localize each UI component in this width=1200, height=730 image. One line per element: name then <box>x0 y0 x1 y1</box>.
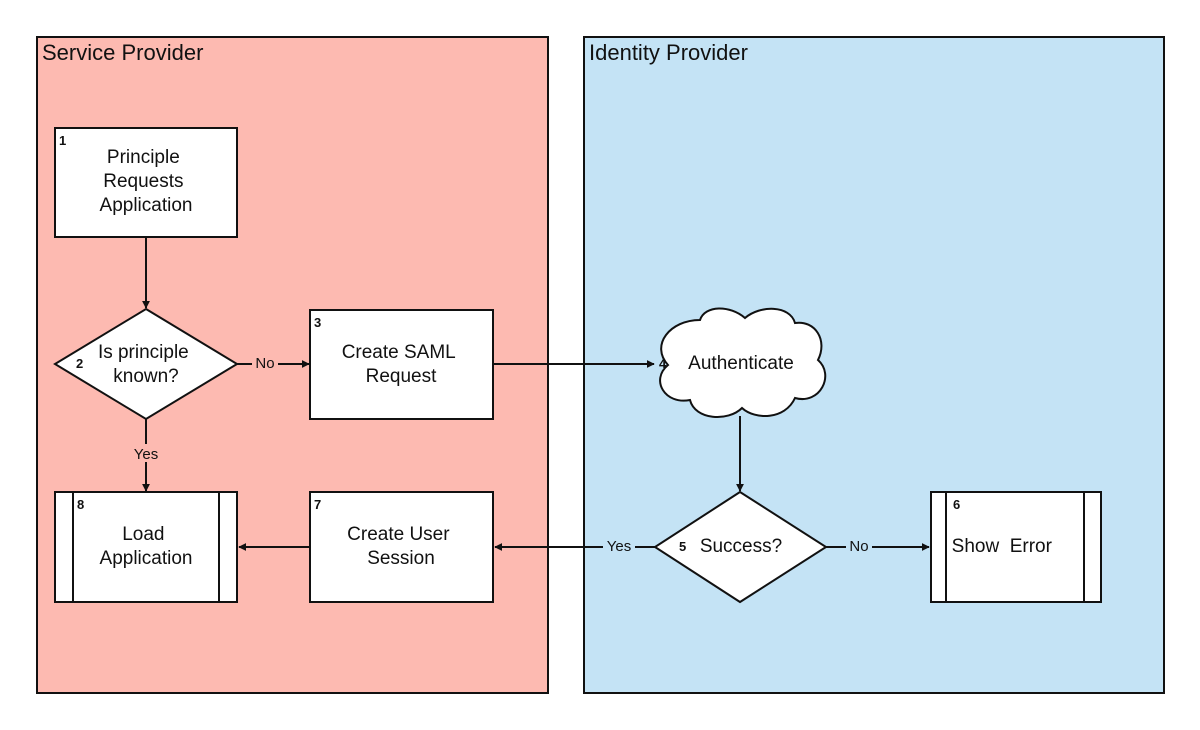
edge-5-to-7-label: Yes <box>607 538 631 555</box>
edge-5-to-7: Yes <box>494 537 655 555</box>
node-6-label: Show Error <box>952 536 1053 557</box>
edge-2-to-8-label: Yes <box>134 446 158 463</box>
node-4-authenticate: 4 Authenticate <box>659 307 827 419</box>
node-8-load-application: 8 Load Application <box>54 491 238 603</box>
node-5-success: 5 Success? <box>653 490 828 604</box>
edge-2-to-3-label: No <box>255 355 274 372</box>
node-7-number: 7 <box>314 497 321 512</box>
edge-2-to-8: Yes <box>130 419 162 492</box>
node-7-create-user-session: 7 Create User Session <box>309 491 494 603</box>
node-4-number: 4 <box>659 356 667 371</box>
node-3-number: 3 <box>314 315 321 330</box>
node-8-label: Load Application <box>100 524 193 569</box>
node-1-label: Principle Requests Application <box>100 147 193 216</box>
node-2-label: Is principle known? <box>98 342 194 387</box>
node-2-is-principle-known: 2 Is principle known? <box>53 307 239 421</box>
node-7-label: Create User Session <box>347 524 455 569</box>
node-3-label: Create SAML Request <box>342 342 461 387</box>
node-1-principle-requests-application: 1 Principle Requests Application <box>54 127 238 238</box>
edge-2-to-3: No <box>237 354 310 372</box>
edge-5-to-6: No <box>826 537 930 555</box>
service-provider-title: Service Provider <box>42 40 203 65</box>
identity-provider-title: Identity Provider <box>589 40 748 65</box>
node-4-label: Authenticate <box>688 353 794 374</box>
node-2-number: 2 <box>76 356 83 371</box>
node-8-number: 8 <box>77 497 84 512</box>
node-1-number: 1 <box>59 133 66 148</box>
edge-5-to-6-label: No <box>849 538 868 555</box>
node-6-number: 6 <box>953 497 960 512</box>
node-3-create-saml-request: 3 Create SAML Request <box>309 309 494 420</box>
node-6-show-error: 6 Show Error <box>930 491 1102 603</box>
node-5-label: Success? <box>700 536 782 557</box>
node-5-number: 5 <box>679 539 686 554</box>
